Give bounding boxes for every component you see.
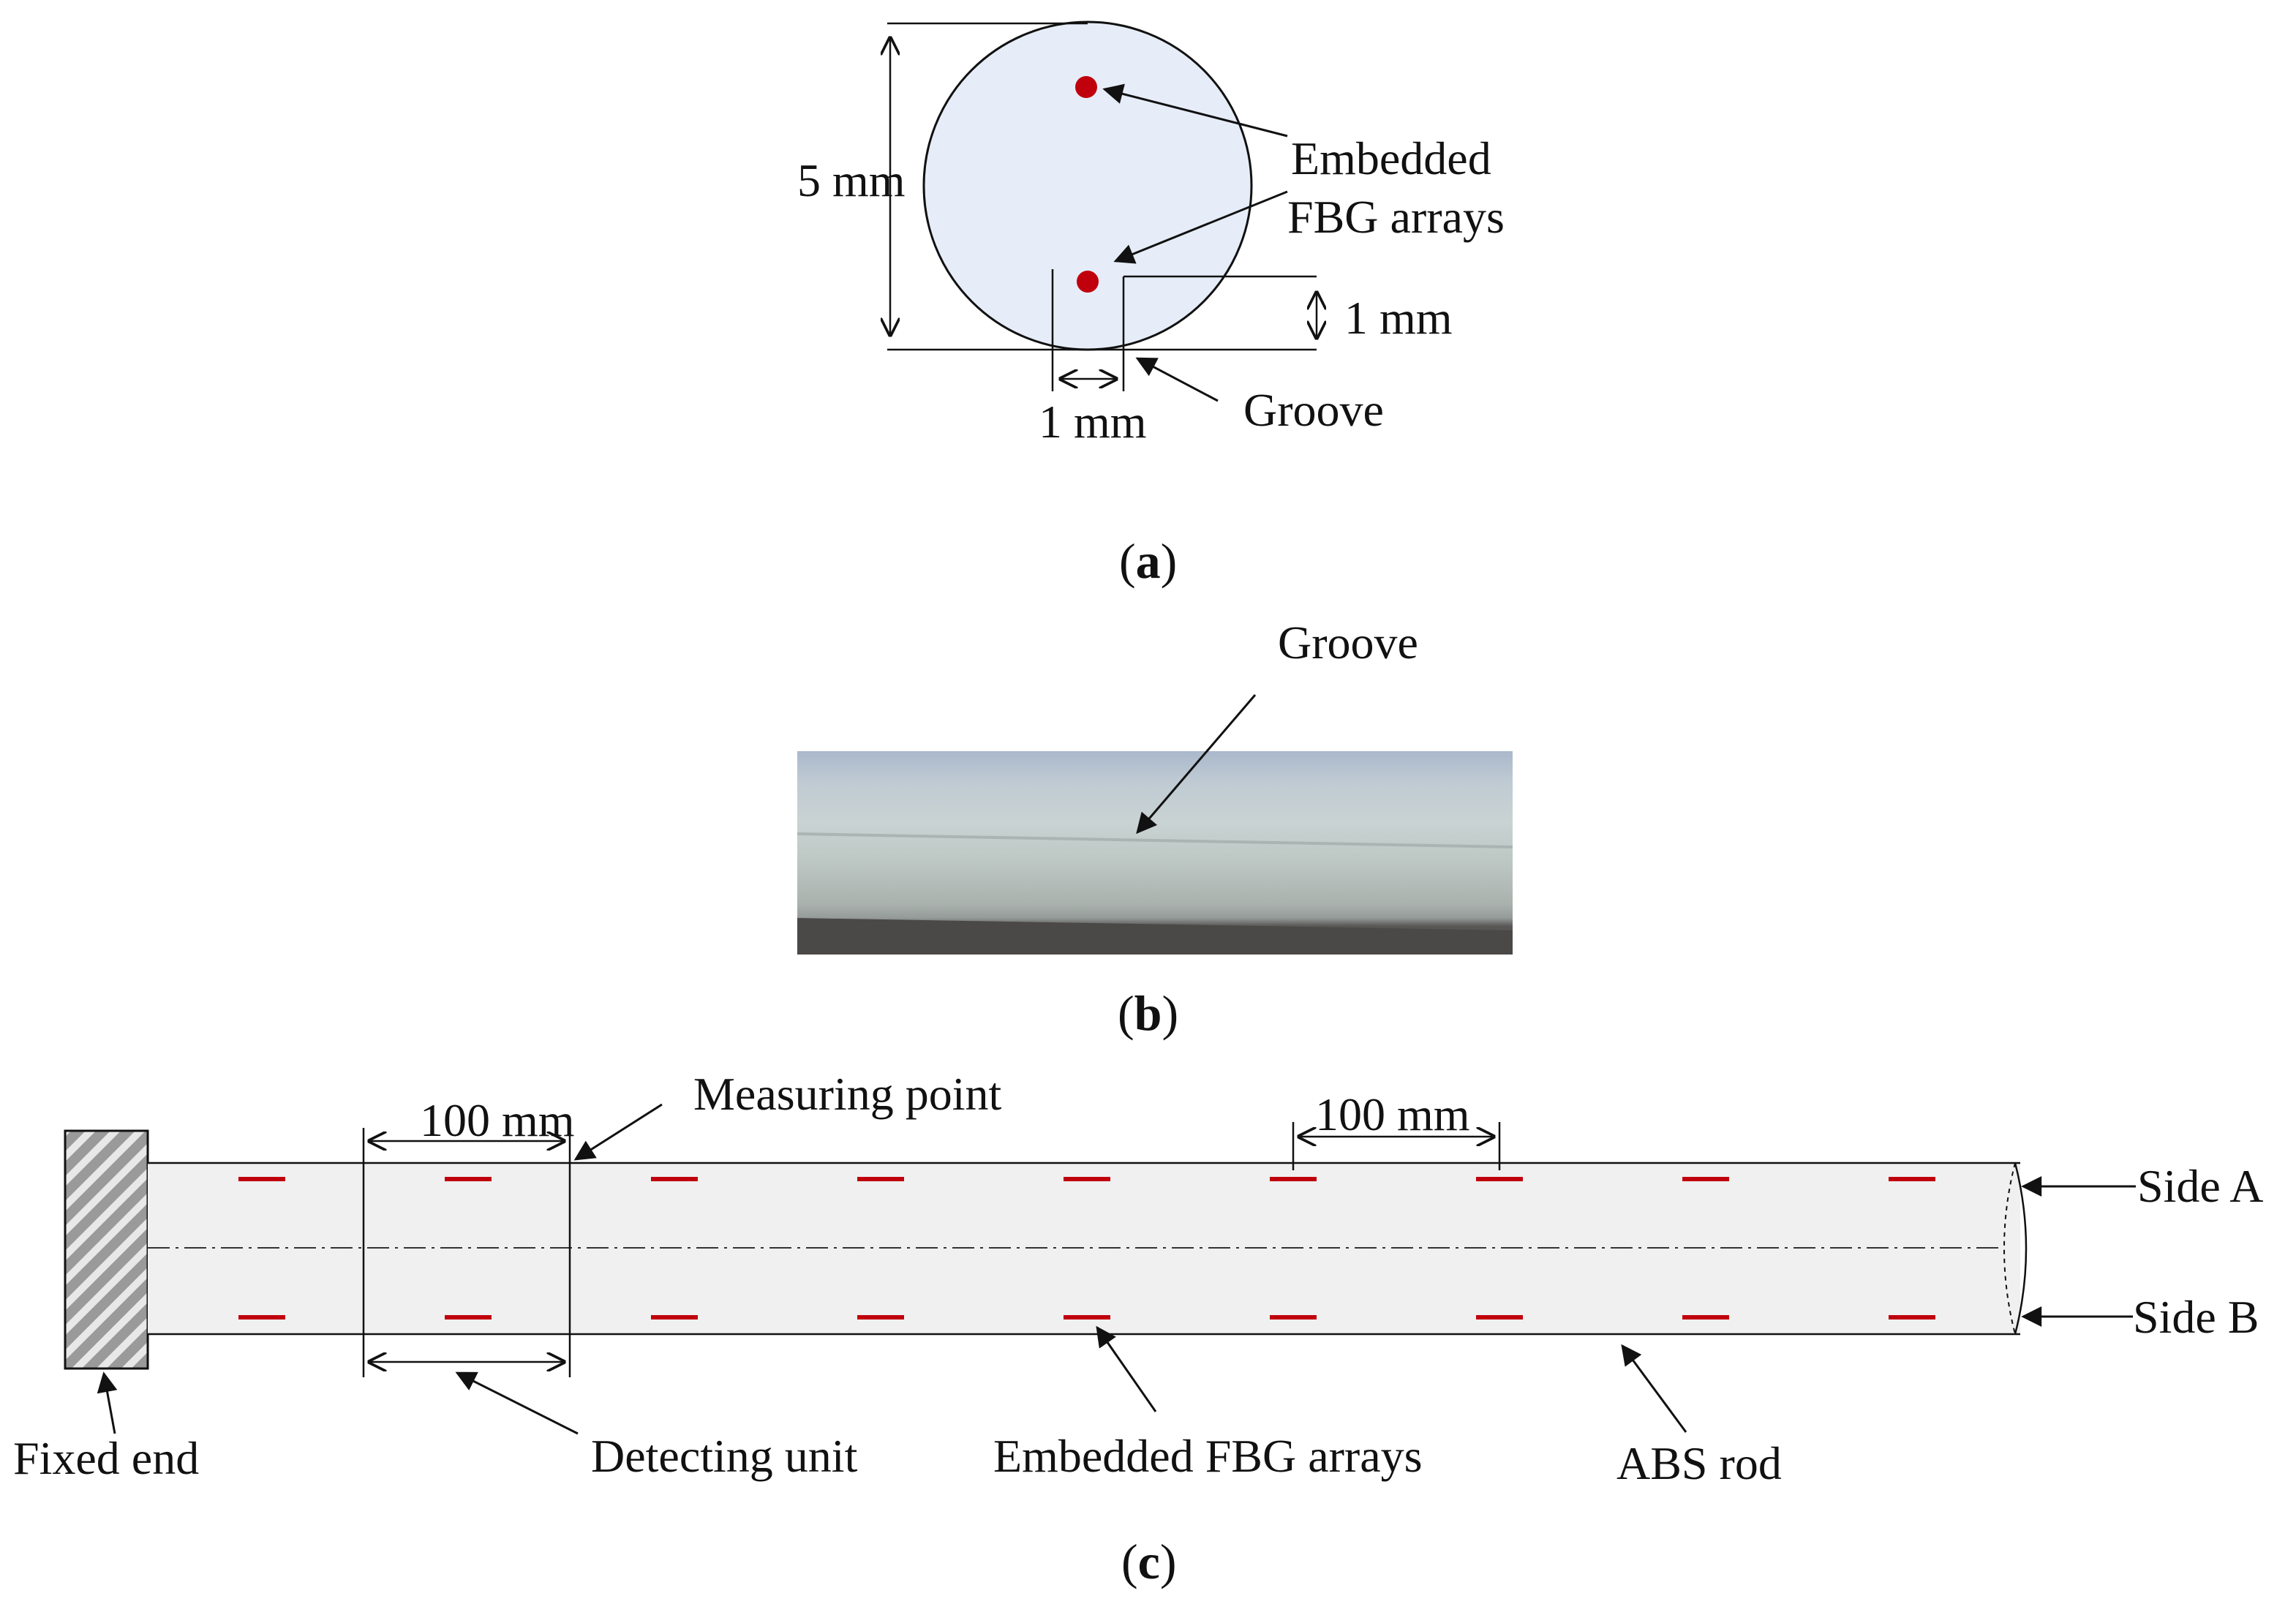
- photo-table-shadow: [797, 918, 1513, 955]
- panel-a-cross-section: 5 mm Embedded FBG arrays 1 mm 1 mm Groov…: [797, 20, 1505, 589]
- fbg-arrays-label: Embedded FBG arrays: [993, 1430, 1423, 1482]
- abs-rod-label: ABS rod: [1616, 1437, 1782, 1489]
- rod-end-ellipse: [2014, 1162, 2028, 1335]
- spacing-label-2: 100 mm: [1315, 1088, 1470, 1140]
- detecting-unit-arrow: [455, 1371, 579, 1435]
- caption-c: (c): [1121, 1534, 1177, 1589]
- photo-groove-label: Groove: [1278, 617, 1418, 669]
- diameter-label: 5 mm: [797, 154, 906, 206]
- fixed-end-block: [64, 1129, 149, 1370]
- side-b-label: Side B: [2133, 1291, 2259, 1343]
- rod-end-ellipse-back: [2003, 1162, 2016, 1335]
- fbg-label-line2: FBG arrays: [1287, 191, 1505, 243]
- groove-label: Groove: [1243, 384, 1384, 436]
- spacing-label-1: 100 mm: [420, 1094, 575, 1146]
- rod-cross-section: [922, 20, 1253, 351]
- caption-b: (b): [1118, 985, 1178, 1041]
- groove-arrow: [1135, 357, 1219, 402]
- fbg-dot-top: [1075, 76, 1097, 98]
- side-a-label: Side A: [2137, 1160, 2263, 1212]
- fixed-end-arrow: [97, 1371, 118, 1434]
- photo-groove-line: [797, 832, 1513, 848]
- abs-rod-arrow: [1621, 1344, 1687, 1433]
- panel-c-rod: 100 mm Measuring point 100 mm Side A Sid…: [13, 1068, 2263, 1589]
- panel-b-photo: Groove (b): [797, 617, 1513, 1041]
- groove-depth-label: 1 mm: [1344, 292, 1453, 344]
- fbg-label-line1: Embedded: [1291, 132, 1491, 184]
- photo-groove-arrow: [1136, 694, 1257, 835]
- fbg-arrow-bottom: [1113, 190, 1288, 264]
- measuring-point-label: Measuring point: [693, 1068, 1002, 1120]
- caption-a: (a): [1119, 533, 1177, 589]
- fbg-arrow-top: [1102, 83, 1288, 138]
- measuring-point-arrow: [573, 1103, 663, 1161]
- fbg-dot-bottom: [1077, 271, 1099, 293]
- groove-width-label: 1 mm: [1039, 396, 1147, 448]
- fbg-arrays-arrow: [1096, 1325, 1157, 1412]
- detecting-unit-label: Detecting unit: [591, 1430, 858, 1482]
- fixed-end-label: Fixed end: [13, 1432, 199, 1484]
